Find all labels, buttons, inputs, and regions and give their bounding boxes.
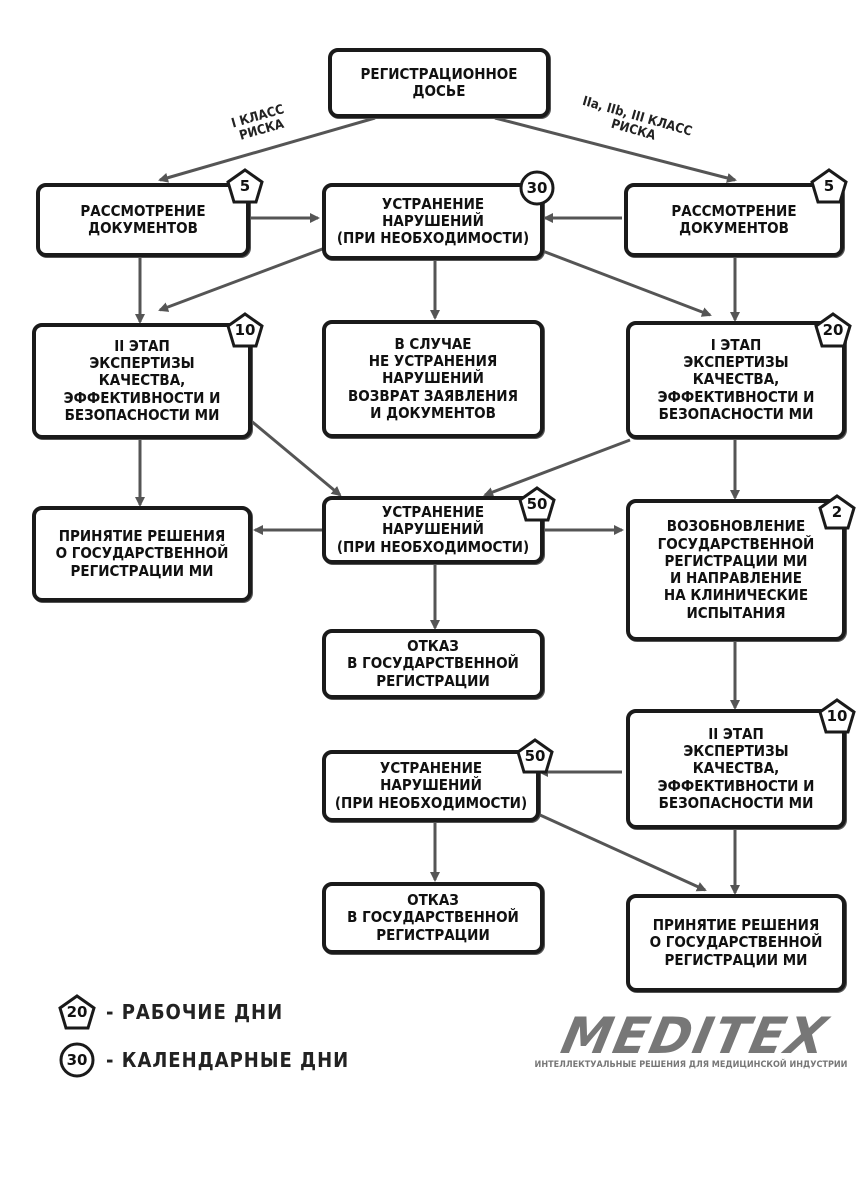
node-dossier-text: РЕГИСТРАЦИОННОЕ ДОСЬЕ [360,64,518,100]
node-stage2-left-text: II ЭТАП ЭКСПЕРТИЗЫ КАЧЕСТВА, ЭФФЕКТИВНОС… [63,336,221,424]
badge-stage1-right: 20 [814,312,852,348]
legend-calendar-days-text: - КАЛЕНДАРНЫЕ ДНИ [106,1048,350,1072]
legend-working-days-text: - РАБОЧИЕ ДНИ [106,1000,284,1024]
node-stage1-right-text: I ЭТАП ЭКСПЕРТИЗЫ КАЧЕСТВА, ЭФФЕКТИВНОСТ… [657,335,815,423]
node-stage1-right: I ЭТАП ЭКСПЕРТИЗЫ КАЧЕСТВА, ЭФФЕКТИВНОСТ… [626,321,846,439]
node-decision-left: ПРИНЯТИЕ РЕШЕНИЯ О ГОСУДАРСТВЕННОЙ РЕГИС… [32,506,252,602]
node-refusal-2-text: ОТКАЗ В ГОСУДАРСТВЕННОЙ РЕГИСТРАЦИИ [347,891,519,944]
circle-icon [519,170,555,206]
node-review-right-text: РАССМОТРЕНИЕ ДОКУМЕНТОВ [671,201,797,237]
legend-working-days: 20 - РАБОЧИЕ ДНИ [58,994,283,1030]
pentagon-icon [226,168,264,204]
arrow-stage1-right-to-fix2 [483,438,631,497]
arrow-dossier-to-review-left [158,116,376,183]
node-stage2-right-text: II ЭТАП ЭКСПЕРТИЗЫ КАЧЕСТВА, ЭФФЕКТИВНОС… [657,724,815,812]
node-refusal-2: ОТКАЗ В ГОСУДАРСТВЕННОЙ РЕГИСТРАЦИИ [322,882,544,954]
arrow-stage2-left-to-fix2 [249,418,342,497]
legend-working-days-number: 20 [66,1003,88,1021]
badge-review-left-value: 5 [239,177,251,195]
badge-fix-3: 50 [516,738,554,774]
node-stage2-right: II ЭТАП ЭКСПЕРТИЗЫ КАЧЕСТВА, ЭФФЕКТИВНОС… [626,709,846,829]
node-fix-2: УСТРАНЕНИЕ НАРУШЕНИЙ (ПРИ НЕОБХОДИМОСТИ) [322,496,544,564]
node-resume-registration-text: ВОЗОБНОВЛЕНИЕ ГОСУДАРСТВЕННОЙ РЕГИСТРАЦИ… [657,517,815,622]
badge-stage1-right-value: 20 [822,321,844,339]
badge-fix-1-value: 30 [526,179,548,197]
badge-fix-2: 50 [518,486,556,522]
node-return-docs: В СЛУЧАЕ НЕ УСТРАНЕНИЯ НАРУШЕНИЙ ВОЗВРАТ… [322,320,544,438]
badge-stage2-left: 10 [226,312,264,348]
badge-stage2-left-value: 10 [234,321,256,339]
legend-calendar-days: 30 - КАЛЕНДАРНЫЕ ДНИ [58,1042,349,1078]
badge-fix-1: 30 [518,170,556,206]
badge-review-right: 5 [810,168,848,204]
arrow-fix1-to-stage1-right [539,248,712,317]
node-fix-3-text: УСТРАНЕНИЕ НАРУШЕНИЙ (ПРИ НЕОБХОДИМОСТИ) [334,759,528,812]
pentagon-icon [814,312,852,348]
circle-icon [59,1042,95,1078]
node-stage2-left: II ЭТАП ЭКСПЕРТИЗЫ КАЧЕСТВА, ЭФФЕКТИВНОС… [32,323,252,439]
node-return-docs-text: В СЛУЧАЕ НЕ УСТРАНЕНИЯ НАРУШЕНИЙ ВОЗВРАТ… [348,334,518,422]
node-decision-right: ПРИНЯТИЕ РЕШЕНИЯ О ГОСУДАРСТВЕННОЙ РЕГИС… [626,894,846,992]
badge-fix-2-value: 50 [526,495,548,513]
node-decision-right-text: ПРИНЯТИЕ РЕШЕНИЯ О ГОСУДАРСТВЕННОЙ РЕГИС… [649,916,823,969]
legend-circle: 30 [58,1042,96,1078]
pentagon-icon [810,168,848,204]
node-resume-registration: ВОЗОБНОВЛЕНИЕ ГОСУДАРСТВЕННОЙ РЕГИСТРАЦИ… [626,499,846,641]
node-fix-3: УСТРАНЕНИЕ НАРУШЕНИЙ (ПРИ НЕОБХОДИМОСТИ) [322,750,540,822]
pentagon-icon [226,312,264,348]
node-fix-1-text: УСТРАНЕНИЕ НАРУШЕНИЙ (ПРИ НЕОБХОДИМОСТИ) [336,194,530,248]
pentagon-icon [518,486,556,522]
badge-fix-3-value: 50 [524,747,546,765]
legend-calendar-days-number: 30 [66,1051,88,1069]
node-refusal-1-text: ОТКАЗ В ГОСУДАРСТВЕННОЙ РЕГИСТРАЦИИ [347,637,519,690]
node-review-right: РАССМОТРЕНИЕ ДОКУМЕНТОВ [624,183,844,257]
arrow-fix3-to-decision-right [539,813,707,892]
logo-wordmark: MEDITEX [556,1007,834,1065]
node-refusal-1: ОТКАЗ В ГОСУДАРСТВЕННОЙ РЕГИСТРАЦИИ [322,629,544,699]
node-fix-1: УСТРАНЕНИЕ НАРУШЕНИЙ (ПРИ НЕОБХОДИМОСТИ) [322,183,544,260]
node-decision-left-text: ПРИНЯТИЕ РЕШЕНИЯ О ГОСУДАРСТВЕННОЙ РЕГИС… [55,527,229,580]
node-review-left: РАССМОТРЕНИЕ ДОКУМЕНТОВ [36,183,250,257]
pentagon-icon [516,738,554,774]
badge-review-right-value: 5 [823,177,835,195]
legend-pentagon: 20 [58,994,96,1030]
node-review-left-text: РАССМОТРЕНИЕ ДОКУМЕНТОВ [80,201,206,237]
badge-stage2-right: 10 [818,698,856,734]
pentagon-icon [818,698,856,734]
pentagon-icon [818,494,856,530]
arrow-fix1-to-stage2-left [158,246,326,312]
badge-resume-registration: 2 [818,494,856,530]
logo-tagline: ИНТЕЛЛЕКТУАЛЬНЫЕ РЕШЕНИЯ ДЛЯ МЕДИЦИНСКОЙ… [534,1060,848,1070]
badge-review-left: 5 [226,168,264,204]
meditex-logo: MEDITEX ИНТЕЛЛЕКТУАЛЬНЫЕ РЕШЕНИЯ ДЛЯ МЕД… [528,1007,854,1074]
pentagon-icon [58,994,96,1030]
node-fix-2-text: УСТРАНЕНИЕ НАРУШЕНИЙ (ПРИ НЕОБХОДИМОСТИ) [336,503,530,556]
badge-resume-registration-value: 2 [831,503,843,521]
arrow-dossier-to-review-right [494,116,737,183]
badge-stage2-right-value: 10 [826,707,848,725]
node-dossier: РЕГИСТРАЦИОННОЕ ДОСЬЕ [328,48,550,118]
